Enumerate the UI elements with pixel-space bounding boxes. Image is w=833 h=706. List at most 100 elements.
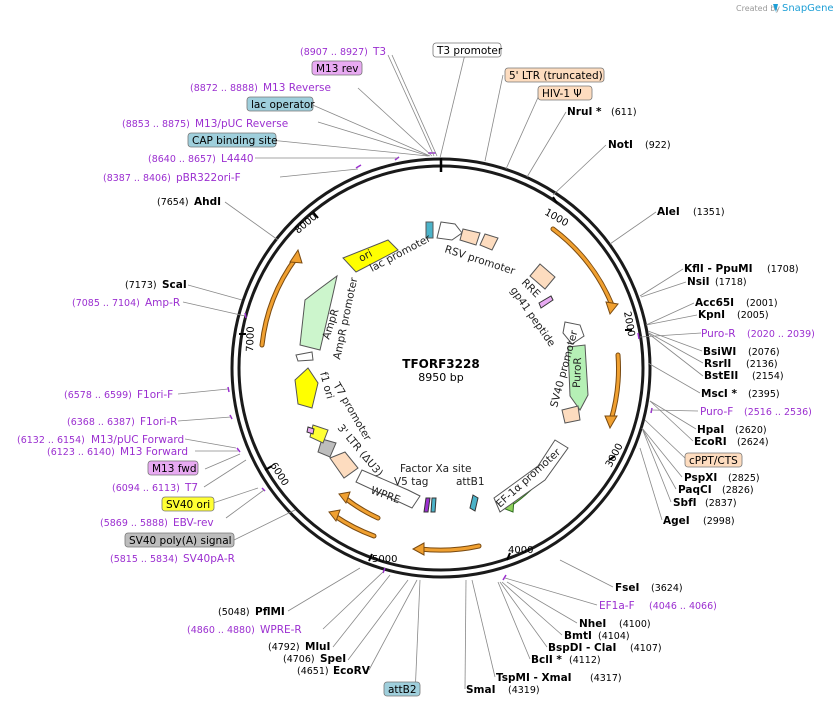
- enzyme-pos: (4100): [619, 619, 651, 630]
- tick-label-7000: 7000: [245, 326, 257, 352]
- primer-pos: (8640 .. 8657): [148, 154, 216, 165]
- feature-rsv-promoter: RSV promoter: [443, 243, 517, 277]
- enzyme-pos: (2395): [748, 389, 780, 400]
- enzyme-name: FseI: [615, 582, 639, 594]
- snapgene-logo-icon: [773, 4, 778, 12]
- enzyme-pos: (2998): [703, 516, 735, 527]
- boxed-labels: [124, 42, 743, 697]
- enzyme-name: BstEII: [704, 370, 738, 382]
- primer-pos: (4860 .. 4880): [187, 625, 255, 636]
- enzyme-pos: (4706): [283, 654, 315, 665]
- enzyme-name: SmaI: [466, 684, 496, 696]
- primer-labels: (8907 .. 8927) T3 (8872 .. 8888) M13 Rev…: [17, 46, 815, 636]
- primer-m13-puc-forward: M13/pUC Forward: [91, 434, 184, 446]
- enzyme-pos: (4112): [569, 655, 601, 666]
- enzyme-pos: (2005): [737, 310, 769, 321]
- enzyme-name: BsiWI: [703, 346, 736, 358]
- primer-pos: (8387 .. 8406): [103, 173, 171, 184]
- primer-amp-r: Amp-R: [145, 297, 180, 309]
- tick-label-2000: 2000: [621, 311, 636, 338]
- snapgene-label[interactable]: SnapGene: [782, 3, 833, 14]
- enzyme-pos: (7654): [157, 197, 189, 208]
- label-attb2: attB2: [388, 684, 417, 696]
- enzyme-pos: (5048): [218, 607, 250, 618]
- label-sv40-polya: SV40 poly(A) signal: [129, 535, 232, 547]
- enzyme-name: TspMI - XmaI: [496, 672, 572, 684]
- feature-puror: PuroR: [571, 357, 584, 388]
- enzyme-pos: (1351): [693, 207, 725, 218]
- enzyme-name: KpnI: [698, 309, 725, 321]
- primer-pos: (2020 .. 2039): [747, 329, 815, 340]
- primer-t3: T3: [372, 46, 386, 58]
- enzyme-name: AleI: [657, 206, 680, 218]
- plasmid-name: TFORF3228: [402, 357, 479, 371]
- primer-ebv-rev: EBV-rev: [173, 517, 214, 529]
- enzyme-labels: NruI * (611) NotI (922) AleI (1351) KflI…: [125, 106, 799, 696]
- label-cap-binding-site: CAP binding site: [192, 135, 278, 147]
- enzyme-pos: (2624): [737, 437, 769, 448]
- label-cppt-cts: cPPT/CTS: [689, 455, 738, 467]
- label-lac-operator: lac operator: [251, 99, 315, 111]
- enzyme-pos: (4792): [268, 642, 300, 653]
- enzyme-name: NsiI: [687, 276, 710, 288]
- primer-puro-f: Puro-F: [700, 406, 733, 418]
- primer-m13-reverse: M13 Reverse: [263, 82, 331, 94]
- primer-pos: (6132 .. 6154): [17, 435, 85, 446]
- primer-pos: (5815 .. 5834): [110, 554, 178, 565]
- enzyme-name: AhdI: [194, 196, 221, 208]
- feature-factor-xa-site: Factor Xa site: [400, 463, 471, 475]
- primer-l4440: L4440: [221, 153, 254, 165]
- primer-m13-puc-reverse: M13/pUC Reverse: [195, 118, 288, 130]
- primer-pos: (6368 .. 6387): [67, 417, 135, 428]
- enzyme-pos: (4107): [630, 643, 662, 654]
- primer-f1ori-f: F1ori-F: [137, 389, 173, 401]
- enzyme-pos: (611): [611, 107, 637, 118]
- enzyme-name: MscI *: [701, 388, 737, 400]
- enzyme-name: BspDI - ClaI: [548, 642, 616, 654]
- primer-ef1a-f: EF1a-F: [599, 600, 635, 612]
- primer-wpre-r: WPRE-R: [260, 624, 302, 636]
- enzyme-name: AgeI: [663, 515, 690, 527]
- primer-puro-r: Puro-R: [701, 328, 736, 340]
- enzyme-name: PflMI: [255, 606, 285, 618]
- enzyme-name: RsrII: [704, 358, 731, 370]
- enzyme-name: KflI - PpuMI: [684, 263, 753, 275]
- enzyme-pos: (4319): [508, 685, 540, 696]
- label-m13-rev: M13 rev: [316, 63, 359, 75]
- enzyme-pos: (2154): [752, 371, 784, 382]
- enzyme-pos: (2136): [746, 359, 778, 370]
- label-m13-fwd: M13 fwd: [152, 463, 197, 475]
- small-feature-marks: [306, 295, 554, 513]
- enzyme-name: ScaI: [162, 279, 187, 291]
- enzyme-pos: (922): [645, 140, 671, 151]
- enzyme-pos: (2001): [746, 298, 778, 309]
- enzyme-name: EcoRI: [694, 436, 727, 448]
- label-sv40-ori: SV40 ori: [166, 499, 210, 511]
- primer-pos: (8907 .. 8927): [300, 47, 368, 58]
- feature-ef1a-promoter: EF-1α promoter: [494, 446, 564, 510]
- feature-boxes: [294, 221, 589, 513]
- enzyme-pos: (1718): [715, 277, 747, 288]
- created-by-label: Created by: [736, 4, 780, 13]
- primer-pbr322ori-f: pBR322ori-F: [176, 172, 241, 184]
- enzyme-name: HpaI: [697, 424, 724, 436]
- primer-f1ori-r: F1ori-R: [140, 416, 177, 428]
- feature-attb1: attB1: [456, 476, 485, 488]
- tick-label-4000: 4000: [508, 545, 533, 556]
- enzyme-name: BmtI: [564, 630, 592, 642]
- enzyme-name: MluI: [305, 641, 330, 653]
- enzyme-name: PaqCI: [678, 484, 712, 496]
- primer-pos: (5869 .. 5888): [100, 518, 168, 529]
- primer-pos: (8872 .. 8888): [190, 83, 258, 94]
- enzyme-name: NotI: [608, 139, 633, 151]
- enzyme-name: NruI *: [567, 106, 602, 118]
- plasmid-size: 8950 bp: [418, 371, 463, 384]
- enzyme-name: SpeI: [320, 653, 346, 665]
- plasmid-backbone: [230, 157, 652, 579]
- tick-label-5000: 5000: [372, 554, 397, 565]
- primer-pos: (8853 .. 8875): [122, 119, 190, 130]
- orf-arrowheads: [289, 248, 619, 556]
- leader-lines: [177, 49, 704, 696]
- enzyme-name: PspXI: [684, 472, 717, 484]
